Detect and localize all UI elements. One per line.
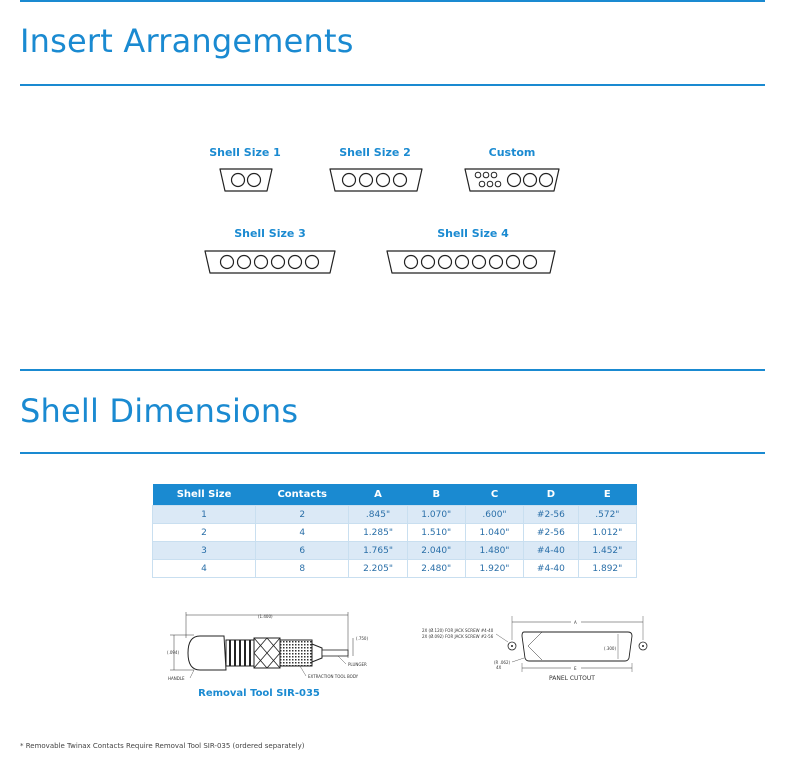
table-cell: 1.285": [348, 523, 408, 542]
table-header: Shell Size: [152, 484, 256, 506]
shell-dimensions-table: Shell Size Contacts A B C D E 1 2 .845" …: [151, 484, 638, 578]
table-header: D: [523, 484, 579, 506]
cutout-caption: PANEL CUTOUT: [549, 675, 595, 682]
tool-label-handle: HANDLE: [168, 676, 185, 681]
table-header: E: [578, 484, 637, 506]
shell-size-3-connector: [204, 250, 336, 274]
section-title-shell: Shell Dimensions: [20, 392, 299, 430]
table-cell: #4-40: [523, 541, 579, 560]
shell-size-2-connector: [329, 168, 423, 192]
shell-size-1-label: Shell Size 1: [209, 146, 281, 159]
removal-tool-drawing: (1.400) (.094) (.750) HANDLE EXTRACTION …: [167, 612, 368, 681]
tool-dim-left: (.094): [167, 650, 179, 655]
panel-cutout-drawing: 2X (Ø.120) FOR JACK SCREW #4-40 2X (Ø.09…: [422, 616, 648, 682]
table-cell: 6: [255, 541, 350, 560]
table-cell: 1.452": [577, 541, 638, 560]
cutout-dim-e: E: [574, 666, 577, 671]
section-title-insert: Insert Arrangements: [20, 22, 354, 60]
table-cell: 1.040": [464, 523, 525, 542]
table-cell: 1.510": [406, 523, 466, 542]
table-cell: 2.480": [406, 559, 466, 578]
table-cell: 1: [151, 505, 257, 524]
cutout-note-1: 2X (Ø.120) FOR JACK SCREW #4-40: [422, 628, 494, 633]
table-cell: 8: [255, 559, 350, 578]
shell-size-1-connector: [219, 168, 273, 192]
table-cell: 1.012": [577, 523, 638, 542]
table-header: B: [407, 484, 466, 506]
shell-size-4-connector: [386, 250, 556, 274]
top-rule: [20, 0, 765, 2]
table-cell: 1.480": [464, 541, 525, 560]
footnote: * Removable Twinax Contacts Require Remo…: [20, 742, 305, 750]
cutout-dim-h: (.300): [604, 646, 616, 651]
insert-rule: [20, 84, 765, 86]
table-cell: 1.765": [348, 541, 408, 560]
custom-label: Custom: [488, 146, 536, 159]
table-cell: 2.205": [348, 559, 408, 578]
cutout-note-2: 2X (Ø.092) FOR JACK SCREW #2-56: [422, 634, 494, 639]
table-cell: 1.920": [464, 559, 525, 578]
table-header: A: [348, 484, 408, 506]
table-row: 4 8 2.205" 2.480" 1.920" #4-40 1.892": [151, 559, 638, 578]
cutout-radius-qty: 4X: [496, 665, 502, 670]
table-cell: #2-56: [523, 505, 579, 524]
removal-tool-caption: Removal Tool SIR-035: [198, 688, 320, 699]
table-cell: #2-56: [523, 523, 579, 542]
table-row: 3 6 1.765" 2.040" 1.480" #4-40 1.452": [151, 541, 638, 560]
table-cell: 1.892": [577, 559, 638, 578]
tool-dim-top: (1.400): [258, 614, 273, 619]
table-header: Contacts: [255, 484, 349, 506]
table-cell: .600": [464, 505, 525, 524]
table-cell: 1.070": [406, 505, 466, 524]
shell-top-rule: [20, 369, 765, 371]
custom-connector: [464, 168, 560, 192]
tool-label-body: EXTRACTION TOOL BODY: [308, 674, 359, 679]
table-cell: 4: [151, 559, 257, 578]
table-cell: .845": [348, 505, 408, 524]
shell-size-4-label: Shell Size 4: [437, 227, 509, 240]
cutout-radius: (R .062): [494, 660, 511, 665]
table-cell: 2.040": [406, 541, 466, 560]
table-header: C: [465, 484, 524, 506]
table-header-row: Shell Size Contacts A B C D E: [152, 484, 637, 506]
table-row: 2 4 1.285" 1.510" 1.040" #2-56 1.012": [151, 523, 638, 542]
tool-label-plunger: PLUNGER: [348, 662, 367, 667]
table-cell: 2: [151, 523, 257, 542]
table-cell: .572": [577, 505, 638, 524]
table-row: 1 2 .845" 1.070" .600" #2-56 .572": [151, 505, 638, 524]
tool-dim-right: (.750): [356, 636, 368, 641]
shell-rule: [20, 452, 765, 454]
table-cell: #4-40: [523, 559, 579, 578]
table-cell: 4: [255, 523, 350, 542]
table-cell: 2: [255, 505, 350, 524]
shell-size-2-label: Shell Size 2: [339, 146, 411, 159]
shell-size-3-label: Shell Size 3: [234, 227, 306, 240]
table-cell: 3: [151, 541, 257, 560]
cutout-dim-a: A: [574, 620, 577, 625]
